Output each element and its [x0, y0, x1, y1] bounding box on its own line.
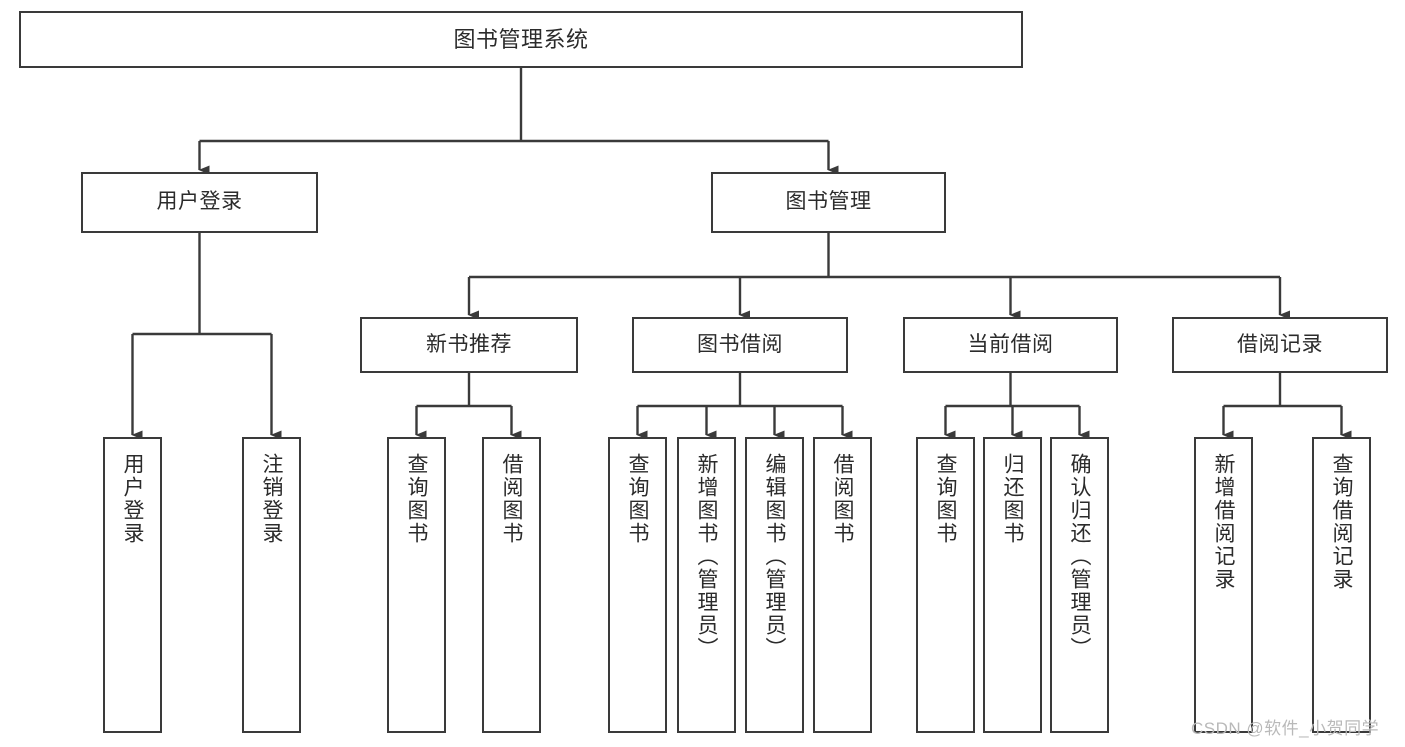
node-n2[interactable]: 借阅图书 [482, 437, 541, 733]
node-records[interactable]: 借阅记录 [1172, 317, 1388, 373]
node-n1[interactable]: 查询图书 [387, 437, 446, 733]
node-b1[interactable]: 查询图书 [608, 437, 667, 733]
node-label: 查询借阅记录 [1330, 453, 1354, 591]
node-label: 图书管理系统 [453, 26, 589, 52]
node-c2[interactable]: 归还图书 [983, 437, 1042, 733]
node-b2[interactable]: 新增图书（管理员） [677, 437, 736, 733]
node-c3[interactable]: 确认归还（管理员） [1050, 437, 1109, 733]
node-c1[interactable]: 查询图书 [916, 437, 975, 733]
node-r2[interactable]: 查询借阅记录 [1312, 437, 1371, 733]
node-label: 注销登录 [260, 453, 284, 545]
node-label: 用户登录 [156, 190, 243, 214]
node-b3[interactable]: 编辑图书（管理员） [745, 437, 804, 733]
node-root[interactable]: 图书管理系统 [19, 11, 1023, 68]
node-borrow[interactable]: 图书借阅 [632, 317, 848, 373]
node-label: 借阅图书 [831, 453, 855, 545]
node-label: 当前借阅 [967, 332, 1054, 356]
node-login[interactable]: 用户登录 [81, 172, 318, 233]
node-b4[interactable]: 借阅图书 [813, 437, 872, 733]
node-label: 编辑图书（管理员） [763, 453, 787, 660]
node-label: 新书推荐 [426, 332, 512, 356]
node-label: 归还图书 [1001, 453, 1025, 545]
node-l1[interactable]: 用户登录 [103, 437, 162, 733]
node-newbook[interactable]: 新书推荐 [360, 317, 578, 373]
node-label: 新增借阅记录 [1212, 453, 1236, 591]
node-bookmgmt[interactable]: 图书管理 [711, 172, 946, 233]
node-label: 确认归还（管理员） [1068, 453, 1092, 660]
node-label: 查询图书 [934, 453, 958, 545]
node-label: 查询图书 [405, 453, 429, 545]
node-label: 用户登录 [121, 453, 145, 545]
node-label: 图书借阅 [697, 332, 783, 356]
node-l2[interactable]: 注销登录 [242, 437, 301, 733]
node-label: 新增图书（管理员） [695, 453, 719, 660]
watermark: CSDN @软件_小贺同学 [1191, 719, 1380, 738]
node-label: 图书管理 [785, 190, 872, 214]
node-current[interactable]: 当前借阅 [903, 317, 1118, 373]
node-label: 借阅记录 [1237, 332, 1323, 356]
node-label: 借阅图书 [500, 453, 524, 545]
node-r1[interactable]: 新增借阅记录 [1194, 437, 1253, 733]
node-label: 查询图书 [626, 453, 650, 545]
